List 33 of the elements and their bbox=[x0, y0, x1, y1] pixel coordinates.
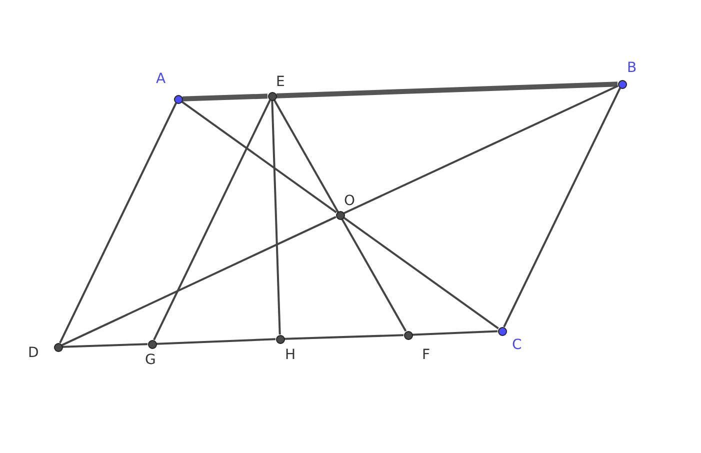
line-segment bbox=[412, 330, 498, 336]
point-label: B bbox=[627, 60, 637, 76]
point-dot bbox=[54, 342, 62, 352]
point-label: H bbox=[285, 347, 296, 363]
point-label: D bbox=[28, 345, 39, 361]
line-segment bbox=[59, 102, 177, 344]
point-dot bbox=[276, 334, 284, 344]
point-label: A bbox=[156, 71, 166, 87]
highlighted-segment bbox=[276, 82, 618, 98]
line-segment bbox=[271, 100, 281, 335]
point-dot bbox=[618, 80, 626, 88]
point-dot bbox=[268, 92, 276, 100]
point-label: C bbox=[512, 337, 522, 353]
point-label: E bbox=[276, 74, 285, 90]
line-segment bbox=[344, 84, 618, 214]
point-dot bbox=[148, 340, 156, 348]
point-label: G bbox=[145, 352, 156, 368]
point-label: O bbox=[344, 193, 356, 209]
line-segment bbox=[273, 99, 407, 332]
line-segment bbox=[503, 88, 621, 328]
line-segment bbox=[153, 100, 271, 340]
point-dot bbox=[498, 326, 506, 336]
point-dot bbox=[404, 330, 412, 340]
point-dot bbox=[174, 94, 182, 104]
point-dot bbox=[336, 210, 344, 220]
line-segment bbox=[62, 216, 336, 346]
point-label: F bbox=[422, 347, 430, 363]
line-segment bbox=[343, 216, 499, 330]
highlighted-segment bbox=[182, 94, 268, 102]
line-segment bbox=[62, 343, 148, 348]
line-segment bbox=[156, 338, 276, 345]
line-segment bbox=[284, 334, 404, 340]
line-segment bbox=[181, 100, 337, 214]
